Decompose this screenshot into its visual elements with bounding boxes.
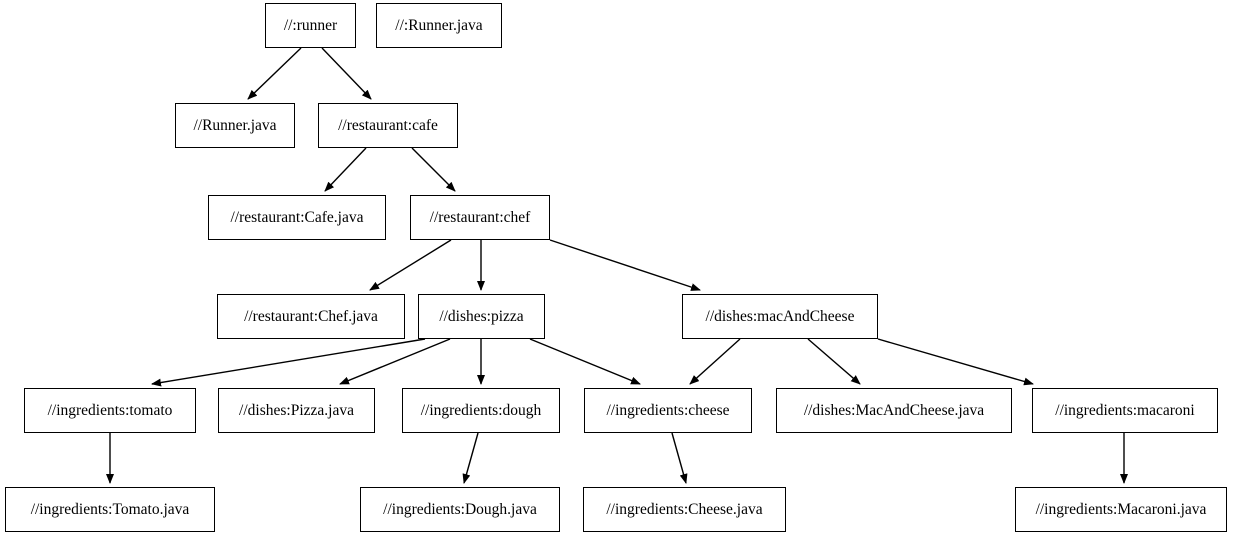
graph-edge-restaurant_cafe-to-restaurant_chef <box>411 147 456 192</box>
graph-node-dishes_mac[interactable]: //dishes:macAndCheese <box>682 294 878 339</box>
graph-edge-runner-to-restaurant_cafe <box>321 47 372 100</box>
graph-node-restaurant_chef_java[interactable]: //restaurant:Chef.java <box>217 294 405 339</box>
graph-edge-dishes_mac-to-dishes_mac_java <box>807 338 861 385</box>
graph-node-ing_tomato[interactable]: //ingredients:tomato <box>24 388 196 433</box>
graph-node-runner[interactable]: //:runner <box>265 3 356 48</box>
graph-node-ing_macaroni_java[interactable]: //ingredients:Macaroni.java <box>1015 487 1227 532</box>
graph-edge-runner-to-runner_java <box>247 47 302 100</box>
graph-node-dishes_mac_java[interactable]: //dishes:MacAndCheese.java <box>776 388 1012 433</box>
graph-node-label: //:Runner.java <box>395 16 483 34</box>
graph-node-ing_dough[interactable]: //ingredients:dough <box>402 388 560 433</box>
graph-node-label: //ingredients:Dough.java <box>383 500 537 518</box>
graph-node-label: //ingredients:Tomato.java <box>30 500 190 518</box>
graph-node-label: //dishes:Pizza.java <box>239 401 354 419</box>
graph-edge-dishes_pizza-to-dishes_pizza_java <box>339 338 451 385</box>
graph-edge-dishes_mac-to-ing_cheese <box>689 338 741 385</box>
graph-node-ing_macaroni[interactable]: //ingredients:macaroni <box>1032 388 1218 433</box>
graph-node-label: //dishes:MacAndCheese.java <box>803 401 985 419</box>
graph-node-label: //ingredients:Macaroni.java <box>1035 500 1207 518</box>
graph-node-label: //ingredients:tomato <box>47 401 173 419</box>
graph-edge-ing_dough-to-ing_dough_java <box>462 432 479 484</box>
graph-node-label: //dishes:pizza <box>439 307 524 325</box>
graph-edge-restaurant_chef-to-restaurant_chef_java <box>369 239 452 291</box>
graph-node-label: //restaurant:Cafe.java <box>230 208 364 226</box>
graph-node-label: //Runner.java <box>193 116 277 134</box>
graph-node-label: //ingredients:macaroni <box>1055 401 1195 419</box>
graph-node-ing_tomato_java[interactable]: //ingredients:Tomato.java <box>5 487 215 532</box>
graph-edge-dishes_pizza-to-ing_cheese <box>529 338 641 385</box>
graph-node-label: //ingredients:cheese <box>606 401 730 419</box>
graph-node-label: //ingredients:Cheese.java <box>606 500 763 518</box>
graph-edge-dishes_mac-to-ing_macaroni <box>877 338 1034 386</box>
graph-node-label: //dishes:macAndCheese <box>705 307 855 325</box>
graph-node-dishes_pizza_java[interactable]: //dishes:Pizza.java <box>218 388 375 433</box>
graph-node-restaurant_cafe[interactable]: //restaurant:cafe <box>318 103 458 148</box>
graph-node-label: //:runner <box>283 16 338 34</box>
graph-node-ing_cheese_java[interactable]: //ingredients:Cheese.java <box>583 487 786 532</box>
graph-node-root_runner_java[interactable]: //:Runner.java <box>376 3 502 48</box>
graph-node-dishes_pizza[interactable]: //dishes:pizza <box>418 294 545 339</box>
graph-node-restaurant_cafe_java[interactable]: //restaurant:Cafe.java <box>208 195 386 240</box>
graph-node-ing_dough_java[interactable]: //ingredients:Dough.java <box>360 487 560 532</box>
graph-edge-dishes_pizza-to-ing_tomato <box>151 338 426 387</box>
graph-node-label: //restaurant:chef <box>429 208 531 226</box>
graph-node-ing_cheese[interactable]: //ingredients:cheese <box>584 388 752 433</box>
graph-edge-restaurant_chef-to-dishes_mac <box>549 239 701 291</box>
graph-node-label: //restaurant:Chef.java <box>244 307 378 325</box>
graph-node-label: //ingredients:dough <box>420 401 542 419</box>
graph-node-runner_java[interactable]: //Runner.java <box>175 103 295 148</box>
graph-edge-ing_cheese-to-ing_cheese_java <box>671 432 688 484</box>
graph-node-label: //restaurant:cafe <box>338 116 438 134</box>
graph-edge-restaurant_cafe-to-restaurant_cafe_java <box>324 147 367 192</box>
graph-node-restaurant_chef[interactable]: //restaurant:chef <box>410 195 550 240</box>
